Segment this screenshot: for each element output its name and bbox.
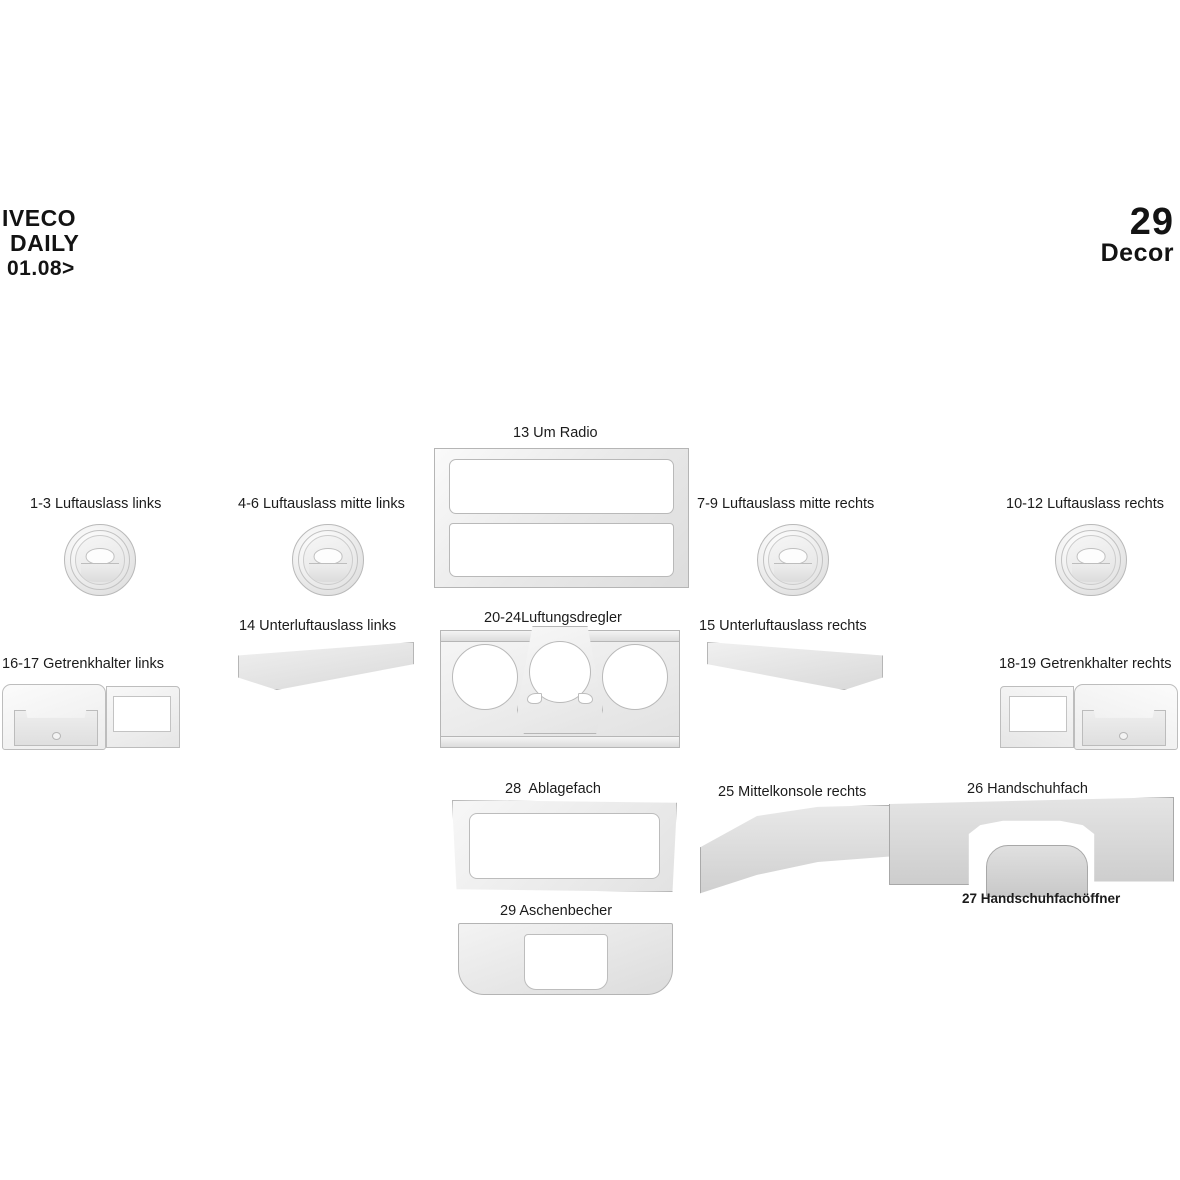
round-air-vent-icon [763,530,823,590]
climate-dial-right [602,644,668,710]
label-climate-controls: 20-24Luftungsdregler [484,610,622,626]
round-air-vent-icon [70,530,130,590]
part-ashtray [458,923,673,995]
label-center-console-right: 25 Mittelkonsole rechts [718,784,867,800]
round-air-vent-icon [1061,530,1121,590]
model-year: 01.08> [7,257,75,280]
label-vent-right: 10-12 Luftauslass rechts [1006,496,1164,512]
radio-opening-upper [449,459,674,514]
radio-opening-lower [449,522,674,577]
vent-inner-ring [303,535,353,585]
vent-inner-ring [768,535,818,585]
decor-kit-badge: 29 Decor [1100,201,1174,267]
cupholder-drain-hole [1119,732,1128,740]
label-storage-compartment: 28 Ablagefach [505,781,601,797]
part-under-vent-left [238,642,414,690]
cupholder-side-opening [1009,696,1067,732]
decor-label: Decor [1100,239,1174,267]
cupholder-drain-hole [52,732,61,740]
vent-inner-ring [75,535,125,585]
brand-name: IVECO [2,205,77,231]
label-cupholder-left: 16-17 Getrenkhalter links [2,656,164,672]
part-cupholder-right [998,676,1178,756]
part-under-vent-right [707,642,883,690]
label-glovebox: 26 Handschuhfach [967,781,1088,797]
label-vent-mid-right: 7-9 Luftauslass mitte rechts [697,496,875,512]
part-storage-compartment [452,800,677,892]
part-vent-left [64,524,136,596]
vent-shelf [773,562,813,583]
climate-dial-left [452,644,518,710]
part-center-console-right [700,805,890,894]
vehicle-model-title: IVECO DAILY 01.08> [2,206,79,281]
climate-vent-slot-left [527,693,542,704]
part-radio-surround [434,448,689,588]
storage-opening [469,813,660,879]
decor-piece-count: 29 [1129,201,1174,243]
label-ashtray: 29 Aschenbecher [500,903,613,919]
ashtray-opening [523,934,608,990]
cupholder-side-opening [113,696,171,732]
vent-shelf [1071,562,1111,583]
part-vent-right [1055,524,1127,596]
label-under-vent-left: 14 Unterluftauslass links [239,618,397,634]
part-vent-mid-right [757,524,829,596]
model-name: DAILY [10,230,80,256]
vent-inner-ring [1066,535,1116,585]
label-cupholder-right: 18-19 Getrenkhalter rechts [999,656,1172,672]
round-air-vent-icon [298,530,358,590]
label-radio-surround: 13 Um Radio [513,425,598,441]
label-glovebox-opener: 27 Handschuhfachöffner [962,891,1121,906]
vent-shelf [308,562,348,583]
label-under-vent-right: 15 Unterluftauslass rechts [699,618,867,634]
vent-shelf [80,562,120,583]
label-vent-mid-left: 4-6 Luftauslass mitte links [238,496,405,512]
climate-dial-center [529,641,591,703]
climate-bottom-band [440,736,680,748]
part-glovebox-opener [986,845,1088,897]
part-climate-controls [440,626,680,748]
climate-center-bezel [517,626,603,734]
label-vent-left: 1-3 Luftauslass links [30,496,162,512]
climate-vent-slot-right [578,693,593,704]
part-cupholder-left [2,676,182,756]
part-vent-mid-left [292,524,364,596]
